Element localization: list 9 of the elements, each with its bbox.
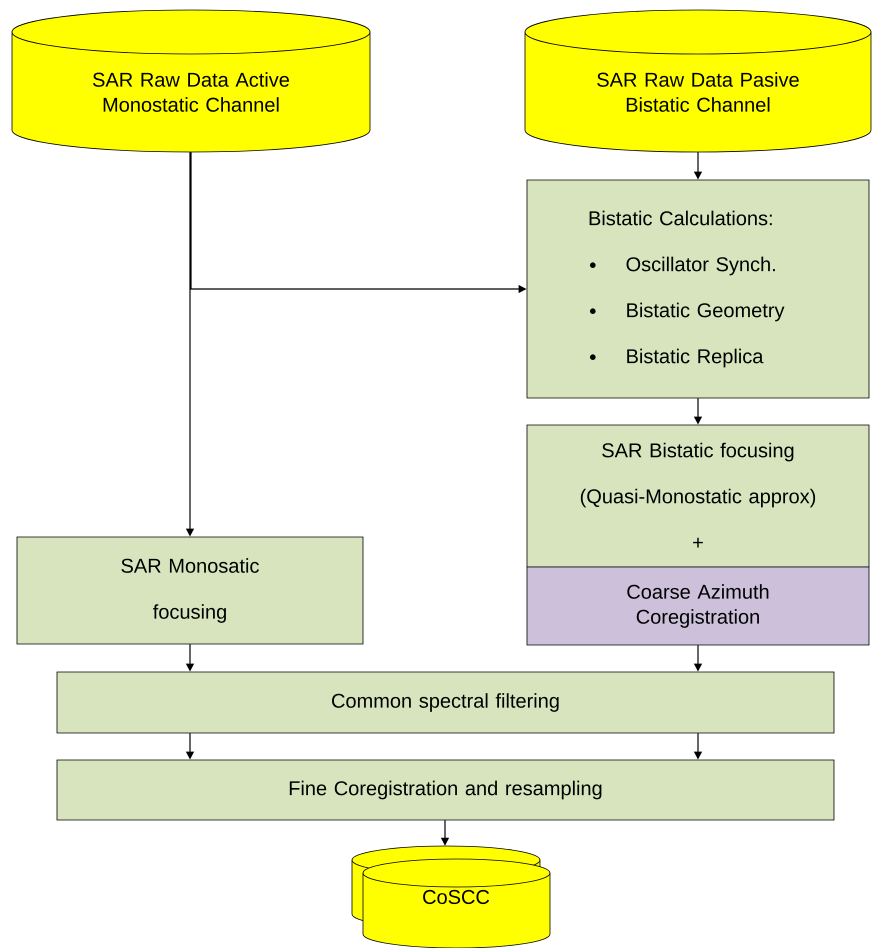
database-cylinder: SAR Raw Data Active Monostatic Channel (12, 10, 370, 152)
process-box: Bistatic Calculations: Oscillator Synch. Bistatic Geometry Bistatic Replica (526, 180, 870, 398)
process-box: Common spectral filtering (56, 672, 834, 734)
process-box: Coarse Azimuth Coregistration (526, 566, 870, 646)
process-box: Fine Coregistration and resampling (56, 760, 834, 820)
database-stack: CoSCC (352, 846, 550, 948)
database-cylinder: SAR Raw Data Pasive Bistatic Channel (524, 10, 872, 152)
process-box: SAR Monosatic focusing (16, 536, 364, 644)
process-box: SAR Bistatic focusing (Quasi-Monostatic approx) + (526, 424, 870, 568)
